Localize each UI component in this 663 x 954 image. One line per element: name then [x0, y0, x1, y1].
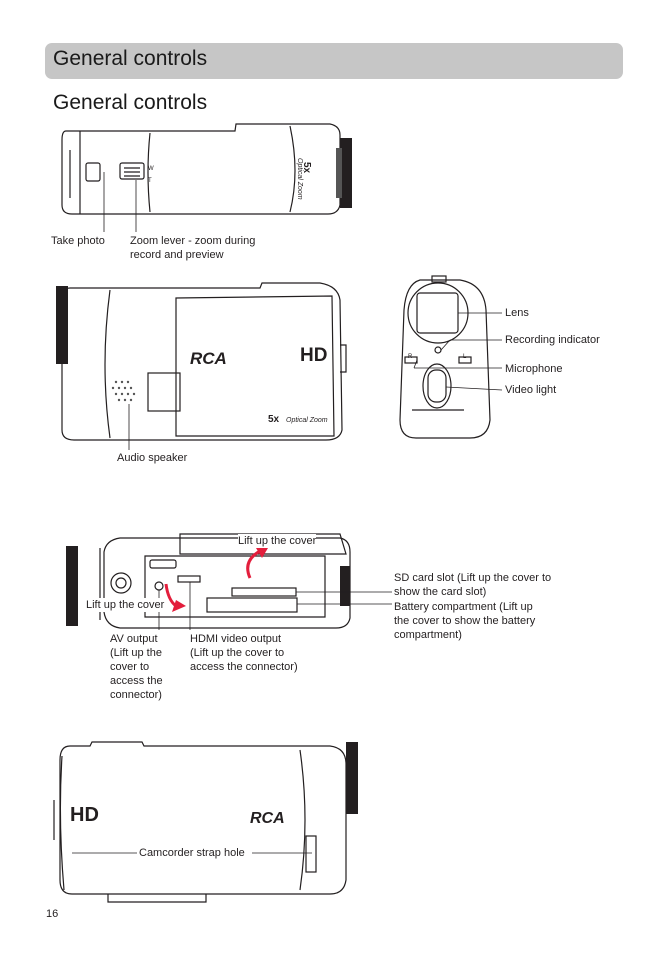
lever-t-text: T: [148, 178, 152, 184]
audio-speaker-label: Audio speaker: [117, 452, 188, 464]
battery-compartment-label: Battery compartment (Lift up the cover t…: [394, 601, 536, 641]
mic-l-text: L: [463, 354, 467, 360]
banner-title: General controls: [53, 47, 208, 70]
take-photo-label: Take photo: [51, 235, 105, 247]
lift-cover-top-label: Lift up the cover: [238, 534, 317, 548]
side-optical-zoom-text: Optical Zoom: [286, 417, 328, 424]
back-hd-badge: HD: [70, 804, 99, 826]
lever-w-text: W: [148, 166, 154, 172]
lift-cover-left-label: Lift up the cover: [86, 598, 165, 612]
strap-hole-label: Camcorder strap hole: [139, 847, 245, 859]
side-rca-logo: RCA: [190, 349, 227, 368]
page-title: General controls: [53, 91, 208, 114]
side-zoom-text: 5x: [268, 414, 280, 425]
sd-card-slot-label: SD card slot (Lift up the cover to show …: [394, 572, 552, 598]
back-rca-logo: RCA: [250, 810, 285, 827]
side-hd-badge: HD: [300, 345, 328, 366]
recording-indicator-label: Recording indicator: [505, 334, 600, 346]
section-banner: General controls: [45, 43, 623, 79]
microphone-label: Microphone: [505, 363, 563, 375]
hdmi-output-label: HDMI video output (Lift up the cover to …: [190, 633, 298, 673]
mic-r-text: R: [408, 354, 413, 360]
lens-label: Lens: [505, 307, 529, 319]
zoom-lever-label: Zoom lever - zoom during record and prev…: [130, 235, 256, 261]
video-light-label: Video light: [505, 384, 557, 396]
page-number: 16: [46, 908, 59, 920]
av-output-label: AV output (Lift up the cover to access t…: [110, 633, 163, 701]
